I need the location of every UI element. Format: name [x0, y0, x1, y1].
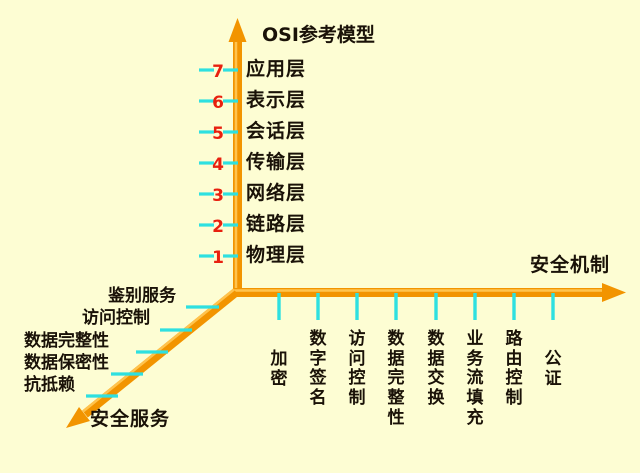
security-mechanism-label-access-control: 访问控制: [348, 329, 366, 409]
osi-layer-number-6: 6: [212, 93, 224, 113]
security-mechanism-ticks: [277, 293, 555, 320]
vertical-axis-arrowhead: [228, 18, 247, 42]
security-mechanism-label-data-integrity: 数据完整性: [387, 329, 405, 428]
osi-layer-number-1: 1: [212, 248, 224, 268]
security-service-label-data-integrity: 数据完整性: [24, 331, 109, 351]
security-service-label-data-confidentiality: 数据保密性: [24, 353, 109, 373]
osi-layer-label-2: 链路层: [246, 213, 307, 235]
osi-layer-number-4: 4: [212, 155, 224, 175]
security-mechanism-label-encryption: 加密: [270, 349, 288, 389]
security-service-ticks: [86, 305, 219, 398]
diagonal-axis-arrowhead: [66, 407, 90, 428]
osi-layer-number-3: 3: [212, 186, 224, 206]
osi-layer-label-5: 会话层: [246, 120, 307, 142]
security-mechanism-label-traffic-padding: 业务流填充: [466, 329, 484, 428]
osi-layer-label-1: 物理层: [246, 244, 307, 266]
horizontal-axis: [234, 283, 626, 302]
security-service-label-non-repudiation: 抗抵赖: [24, 375, 75, 395]
osi-layer-number-7: 7: [212, 62, 224, 82]
osi-layer-ticks: [199, 68, 238, 258]
osi-layer-label-7: 应用层: [246, 58, 307, 80]
osi-layer-label-4: 传输层: [246, 151, 307, 173]
security-service-label-access-control: 访问控制: [82, 308, 150, 328]
osi-layer-number-5: 5: [212, 124, 224, 144]
security-mechanism-axis-caption: 安全机制: [530, 254, 611, 276]
security-service-axis-caption: 安全服务: [90, 408, 171, 430]
osi-layer-number-2: 2: [212, 217, 224, 237]
security-mechanism-label-data-exchange: 数据交换: [427, 329, 445, 409]
security-mechanism-label-routing-control: 路由控制: [505, 329, 523, 409]
osi-layer-label-3: 网络层: [246, 182, 307, 204]
security-service-label-authentication: 鉴别服务: [108, 286, 176, 306]
osi-layer-label-6: 表示层: [246, 89, 307, 111]
security-mechanism-label-digital-signature: 数字签名: [309, 329, 327, 409]
horizontal-axis-arrowhead: [602, 283, 626, 302]
page-title: OSI参考模型: [262, 24, 375, 46]
security-mechanism-label-notarization: 公证: [544, 349, 562, 389]
